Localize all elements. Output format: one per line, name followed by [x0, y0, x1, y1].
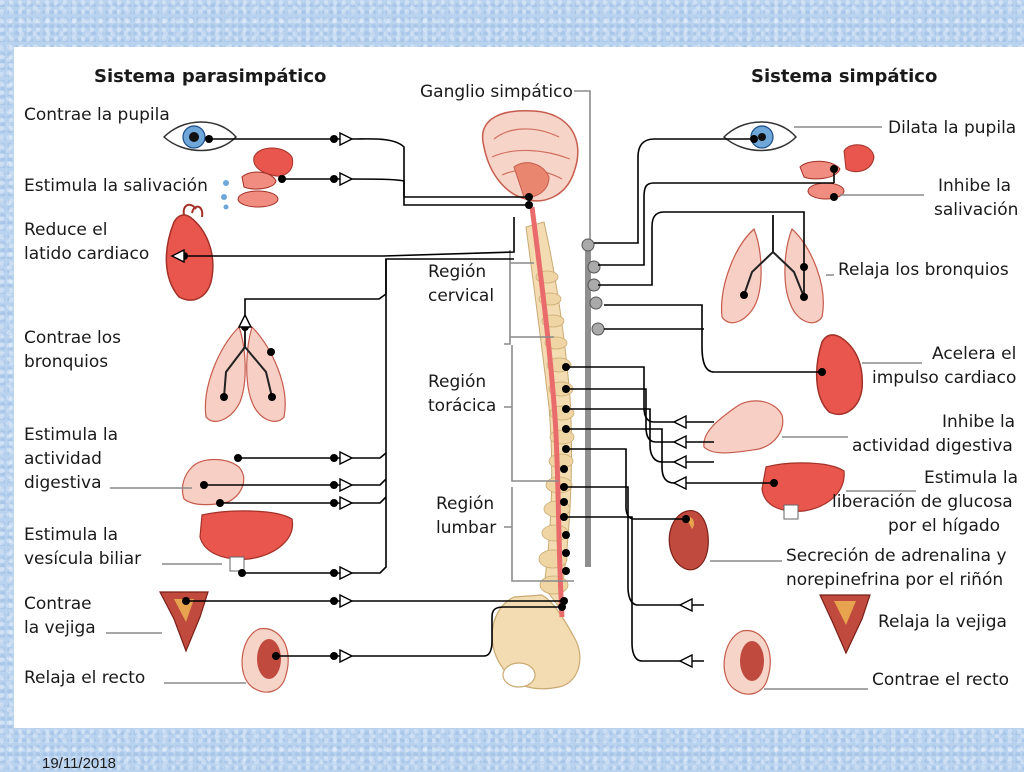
sympathetic-arrows	[672, 414, 693, 669]
label-acelera-el: Acelera el	[932, 344, 1016, 364]
label-estimula-la-2: Estimula la	[24, 525, 118, 545]
sympathetic-dots	[560, 135, 838, 575]
label-impulso-cardiaco: impulso cardiaco	[872, 368, 1016, 388]
label-estimula-salivacion: Estimula la salivación	[24, 176, 208, 196]
region-lumbar-1: Región	[436, 494, 494, 514]
spine-figure	[481, 109, 605, 690]
label-por-el-higado: por el hígado	[888, 516, 1000, 536]
label-relaja-recto: Relaja el recto	[24, 668, 145, 688]
diagram-panel: Sistema parasimpático Sistema simpático …	[14, 47, 1024, 772]
region-cervical-1: Región	[428, 262, 486, 282]
parasympathetic-wires	[184, 138, 564, 657]
left-liver	[199, 510, 294, 572]
right-bladder	[819, 594, 871, 655]
thoracic-bracket	[504, 345, 559, 482]
region-thoracic-2: torácica	[428, 396, 496, 416]
nervous-system-diagram: Sistema parasimpático Sistema simpático …	[24, 66, 1018, 695]
region-cervical-2: cervical	[428, 286, 494, 306]
right-salivary-glands	[799, 144, 875, 200]
cervical-bracket	[504, 250, 554, 345]
label-reduce-el: Reduce el	[24, 220, 107, 240]
cord-dots	[560, 363, 570, 575]
left-lungs	[204, 317, 286, 422]
label-contrae-los: Contrae los	[24, 328, 121, 348]
header-parasympathetic: Sistema parasimpático	[94, 66, 326, 87]
label-contrae: Contrae	[24, 594, 92, 614]
label-latido-cardiaco: latido cardiaco	[24, 244, 149, 264]
label-ganglion: Ganglio simpático	[420, 82, 573, 102]
label-liberacion-glucosa: liberación de glucosa	[832, 492, 1013, 512]
label-salivacion: salivación	[934, 200, 1018, 220]
label-actividad: actividad	[24, 449, 102, 469]
label-vesicula-biliar: vesícula biliar	[24, 549, 141, 569]
ganglion-leader-line	[574, 90, 591, 247]
right-rectum	[723, 630, 771, 695]
label-digestiva: digestiva	[24, 473, 102, 493]
left-bladder	[159, 591, 209, 653]
right-stomach	[703, 400, 784, 454]
label-relaja-bronquios: Relaja los bronquios	[838, 260, 1009, 280]
slide-date: 19/11/2018	[42, 755, 116, 772]
region-thoracic-1: Región	[428, 372, 486, 392]
label-contrae-pupila: Contrae la pupila	[24, 105, 170, 125]
spinal-cord	[529, 206, 565, 618]
right-labels: Dilata la pupila Inhibe la salivación Re…	[710, 118, 1018, 690]
label-secrecion-adrenalina: Secreción de adrenalina y	[786, 546, 1007, 566]
label-estimula-la-3: Estimula la	[924, 468, 1018, 488]
label-actividad-digestiva: actividad digestiva	[852, 436, 1013, 456]
label-norepinefrina: norepinefrina por el riñón	[786, 570, 1003, 590]
left-labels: Contrae la pupila Estimula la salivación…	[24, 105, 246, 688]
brain	[481, 109, 579, 202]
region-lumbar-2: lumbar	[436, 518, 496, 538]
right-liver	[761, 462, 845, 520]
label-relaja-vejiga: Relaja la vejiga	[878, 612, 1007, 632]
left-rectum	[241, 628, 289, 693]
right-eye	[722, 121, 798, 152]
right-lungs	[721, 215, 824, 324]
label-inhibe-la-1: Inhibe la	[938, 176, 1011, 196]
label-contrae-recto: Contrae el recto	[872, 670, 1009, 690]
parasympathetic-arrows	[170, 131, 354, 664]
label-bronquios: bronquios	[24, 352, 108, 372]
header-sympathetic: Sistema simpático	[751, 66, 937, 87]
lumbar-bracket	[504, 487, 574, 582]
label-dilata-pupila: Dilata la pupila	[888, 118, 1016, 138]
left-salivary-glands	[221, 147, 294, 210]
left-stomach	[181, 458, 245, 506]
left-heart	[165, 203, 214, 301]
right-heart	[815, 334, 864, 415]
label-estimula-la-1: Estimula la	[24, 425, 118, 445]
label-inhibe-la-2: Inhibe la	[942, 412, 1015, 432]
label-la-vejiga: la vejiga	[24, 618, 96, 638]
left-eye	[162, 121, 238, 152]
